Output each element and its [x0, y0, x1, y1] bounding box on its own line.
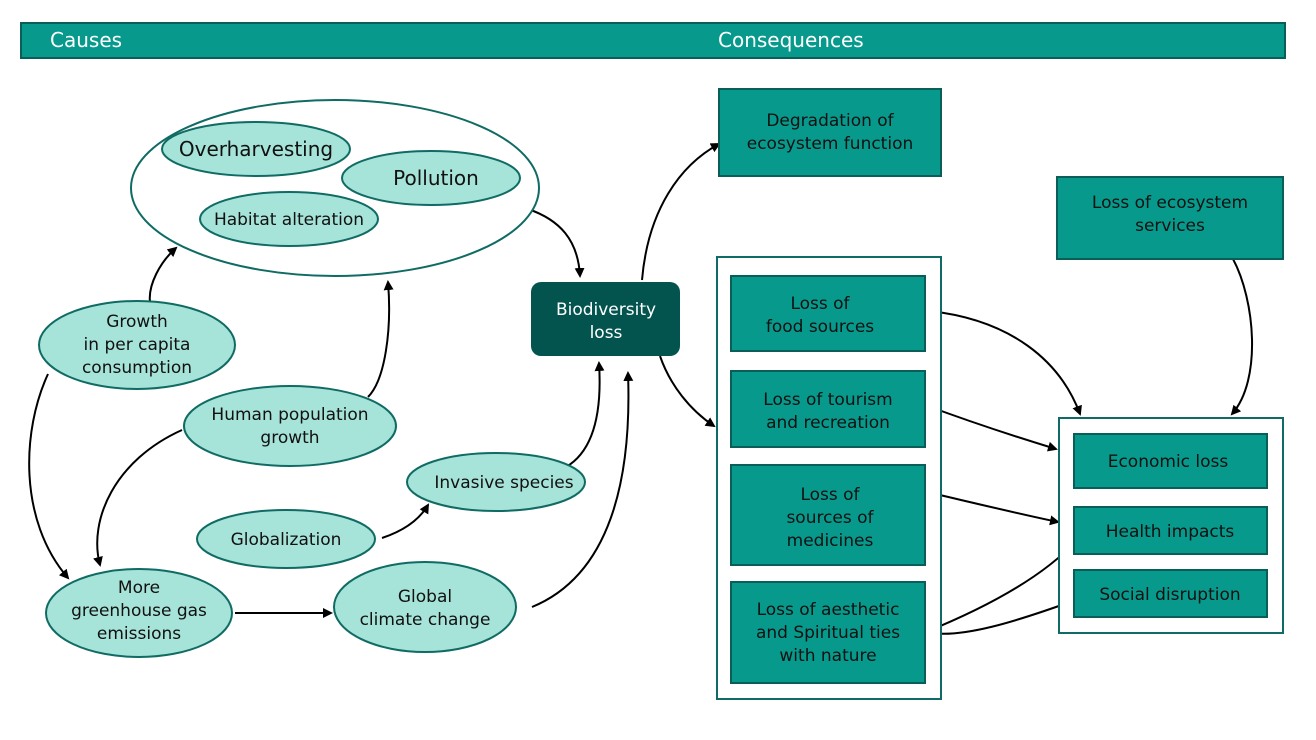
header-bar: Causes Consequences	[20, 22, 1286, 59]
svg-text:Habitat alteration: Habitat alteration	[214, 210, 364, 230]
svg-text:Loss of ecosystem: Loss of ecosystem	[1092, 193, 1248, 213]
arrow-population-to-greenhouse	[93, 429, 183, 567]
arrows	[28, 143, 1253, 635]
svg-text:Growth: Growth	[106, 312, 168, 332]
direct-drivers-group: Overharvesting Pollution Habitat alterat…	[130, 99, 540, 277]
svg-text:Overharvesting: Overharvesting	[179, 137, 333, 161]
svg-text:Degradation of: Degradation of	[766, 111, 894, 131]
svg-text:food sources: food sources	[766, 317, 874, 337]
arrow-percapita-to-greenhouse	[28, 373, 70, 580]
svg-text:greenhouse gas: greenhouse gas	[71, 601, 207, 621]
svg-text:with nature: with nature	[779, 646, 876, 666]
svg-text:emissions: emissions	[97, 624, 181, 644]
node-overharvesting[interactable]: Overharvesting	[161, 121, 351, 177]
arrow-food-to-impacts	[929, 310, 1082, 416]
node-economic-loss[interactable]: Economic loss	[1073, 433, 1268, 489]
arrow-drivers-to-biodiversity	[527, 208, 585, 278]
node-loss-aesthetic[interactable]: Loss of aesthetic and Spiritual ties wit…	[730, 581, 926, 684]
svg-text:Pollution: Pollution	[393, 166, 479, 190]
arrow-aesthetic-to-health	[925, 539, 1078, 633]
svg-text:services: services	[1135, 216, 1205, 236]
svg-text:and recreation: and recreation	[766, 413, 890, 433]
arrow-biodiversity-to-losses	[659, 355, 716, 428]
svg-text:and Spiritual ties: and Spiritual ties	[756, 623, 900, 643]
arrow-invasive-to-biodiversity	[565, 361, 605, 468]
svg-text:sources of: sources of	[786, 508, 874, 528]
arrow-climate-to-biodiversity	[531, 371, 634, 608]
svg-text:growth: growth	[260, 428, 319, 448]
svg-text:Loss of tourism: Loss of tourism	[763, 390, 892, 410]
node-pollution[interactable]: Pollution	[341, 150, 521, 206]
node-ecosystem-services[interactable]: Loss of ecosystem services	[1056, 176, 1284, 260]
arrow-medicines-to-impacts	[926, 491, 1060, 526]
svg-text:loss: loss	[590, 323, 623, 343]
svg-text:Health impacts: Health impacts	[1106, 522, 1235, 542]
svg-text:Economic loss: Economic loss	[1108, 452, 1229, 472]
impacts-group: Economic loss Health impacts Social disr…	[1058, 417, 1284, 634]
node-globalization[interactable]: Globalization	[196, 509, 376, 569]
arrow-percapita-to-drivers	[148, 246, 178, 303]
svg-text:Globalization: Globalization	[231, 530, 342, 550]
svg-text:in per capita: in per capita	[84, 335, 191, 355]
node-biodiversity-loss[interactable]: Biodiversity loss	[531, 282, 680, 356]
svg-text:Biodiversity: Biodiversity	[556, 300, 656, 320]
svg-text:More: More	[118, 578, 160, 598]
svg-text:climate change: climate change	[360, 610, 491, 630]
svg-text:Loss of: Loss of	[790, 294, 850, 314]
node-loss-medicines[interactable]: Loss of sources of medicines	[730, 464, 926, 566]
node-social-disruption[interactable]: Social disruption	[1073, 569, 1268, 618]
node-loss-food[interactable]: Loss of food sources	[730, 275, 926, 352]
node-greenhouse-emissions[interactable]: More greenhouse gas emissions	[45, 568, 233, 658]
losses-group: Loss of food sources Loss of tourism and…	[716, 256, 942, 700]
consequences-header: Consequences	[718, 28, 864, 52]
svg-text:Global: Global	[398, 587, 452, 607]
svg-text:medicines: medicines	[787, 531, 874, 551]
node-habitat-alteration[interactable]: Habitat alteration	[199, 191, 379, 247]
svg-text:ecosystem function: ecosystem function	[747, 134, 914, 154]
node-invasive-species[interactable]: Invasive species	[406, 452, 586, 512]
arrow-population-to-drivers	[367, 280, 394, 398]
node-per-capita-consumption[interactable]: Growth in per capita consumption	[38, 300, 236, 390]
causes-header: Causes	[50, 28, 122, 52]
node-loss-tourism[interactable]: Loss of tourism and recreation	[730, 370, 926, 448]
svg-text:Human population: Human population	[211, 405, 368, 425]
svg-text:Loss of aesthetic: Loss of aesthetic	[757, 600, 900, 620]
arrow-aesthetic-to-social	[925, 598, 1075, 635]
svg-text:consumption: consumption	[82, 358, 192, 378]
arrow-biodiversity-to-degradation	[641, 143, 721, 281]
svg-text:Social disruption: Social disruption	[1099, 585, 1240, 605]
arrow-services-to-impacts	[1230, 258, 1253, 416]
arrow-tourism-to-impacts	[924, 404, 1058, 452]
arrow-globalization-to-invasive	[381, 503, 430, 539]
node-health-impacts[interactable]: Health impacts	[1073, 506, 1268, 555]
svg-text:Loss of: Loss of	[800, 485, 860, 505]
node-degradation[interactable]: Degradation of ecosystem function	[718, 88, 942, 177]
node-population-growth[interactable]: Human population growth	[183, 385, 397, 467]
svg-text:Invasive species: Invasive species	[434, 473, 573, 493]
node-climate-change[interactable]: Global climate change	[333, 561, 517, 653]
